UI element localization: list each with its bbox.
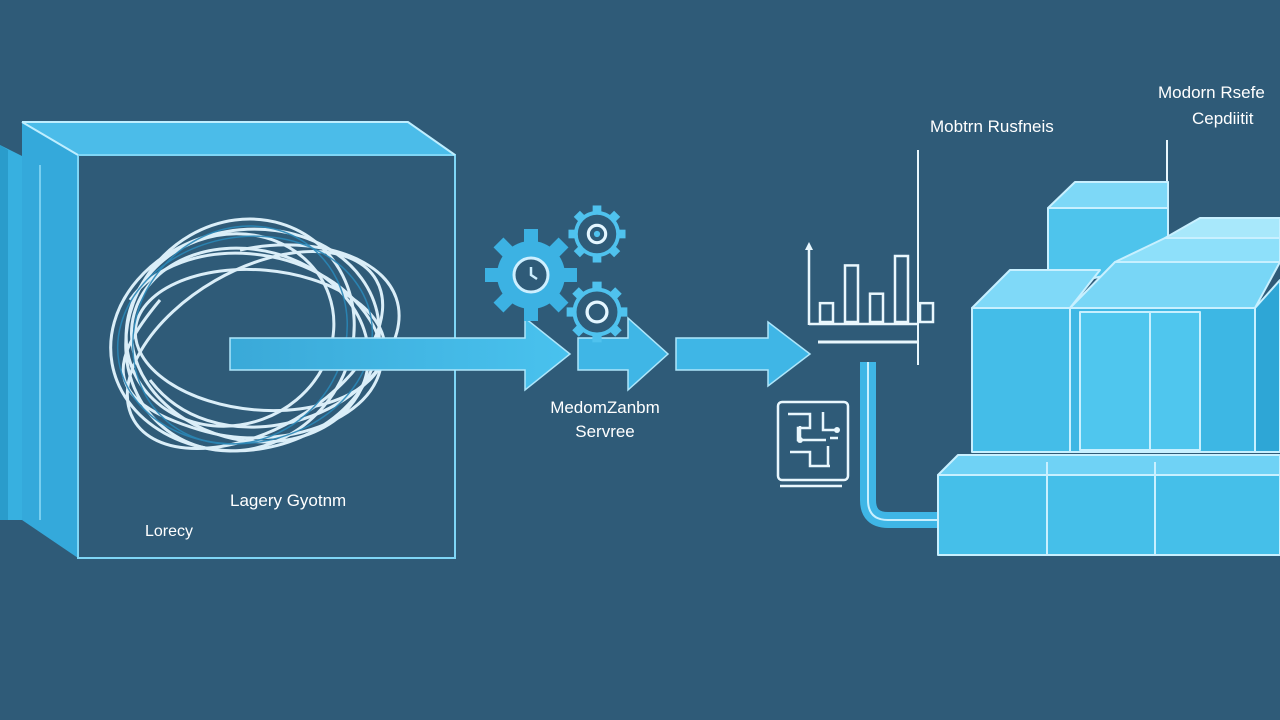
bar-chart-icon xyxy=(805,150,935,365)
legacy-system-label: Lagery Gyotnm xyxy=(230,491,347,510)
chart-bar xyxy=(893,254,910,324)
circuit-chip-icon xyxy=(776,400,850,488)
modern-business-label: Mobtrn Rusfneis xyxy=(930,117,1054,136)
legacy-label: Lorecy xyxy=(145,523,194,540)
connector-pipes xyxy=(818,140,1168,528)
gear-icon xyxy=(568,205,626,263)
gear-icon xyxy=(485,229,577,321)
chart-bar xyxy=(843,264,860,324)
modern-capability-label-line1: Modorn Rsefe xyxy=(1158,83,1265,102)
flow-arrow-3 xyxy=(675,320,812,388)
modern-capability-label-line2: Cepdiitit xyxy=(1192,109,1254,128)
flow-arrow-2 xyxy=(577,316,670,392)
gear-icon xyxy=(566,281,628,343)
chart-bar xyxy=(818,301,835,324)
chart-bar xyxy=(868,292,885,324)
modernization-service-label-line2: Servree xyxy=(575,422,635,441)
server-block-icon xyxy=(937,181,1280,556)
chart-bar xyxy=(918,301,935,324)
flow-arrow-1 xyxy=(229,316,572,392)
modernization-service-label-line1: MedomZanbm xyxy=(550,398,660,417)
